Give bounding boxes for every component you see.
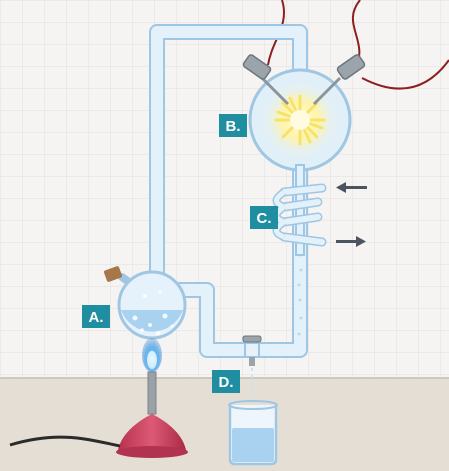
label-b: B. [226, 118, 241, 135]
cork-stopper [103, 266, 123, 282]
condenser-coil [272, 164, 327, 256]
stopcock-icon [242, 335, 262, 366]
boiling-flask [103, 266, 187, 340]
label-a: A. [89, 309, 104, 326]
bubbles [132, 290, 174, 335]
label-badge-a: A. [82, 305, 110, 328]
electrode-left-icon [242, 54, 290, 106]
glass-tubing [149, 24, 308, 358]
label-badge-c: C. [250, 206, 278, 229]
arrow-left-icon [336, 182, 367, 193]
arrow-right-icon [336, 236, 366, 247]
table-surface [0, 378, 449, 471]
collection-beaker [228, 400, 278, 466]
grid-lines [0, 0, 449, 380]
label-d: D. [219, 374, 234, 391]
label-c: C. [257, 210, 272, 227]
label-badge-b: B. [219, 114, 247, 137]
gas-hose [9, 435, 121, 448]
wire-right-b [361, 59, 449, 90]
bunsen-burner [9, 338, 188, 458]
label-badge-d: D. [212, 370, 240, 393]
electrode-right-icon [312, 54, 366, 106]
